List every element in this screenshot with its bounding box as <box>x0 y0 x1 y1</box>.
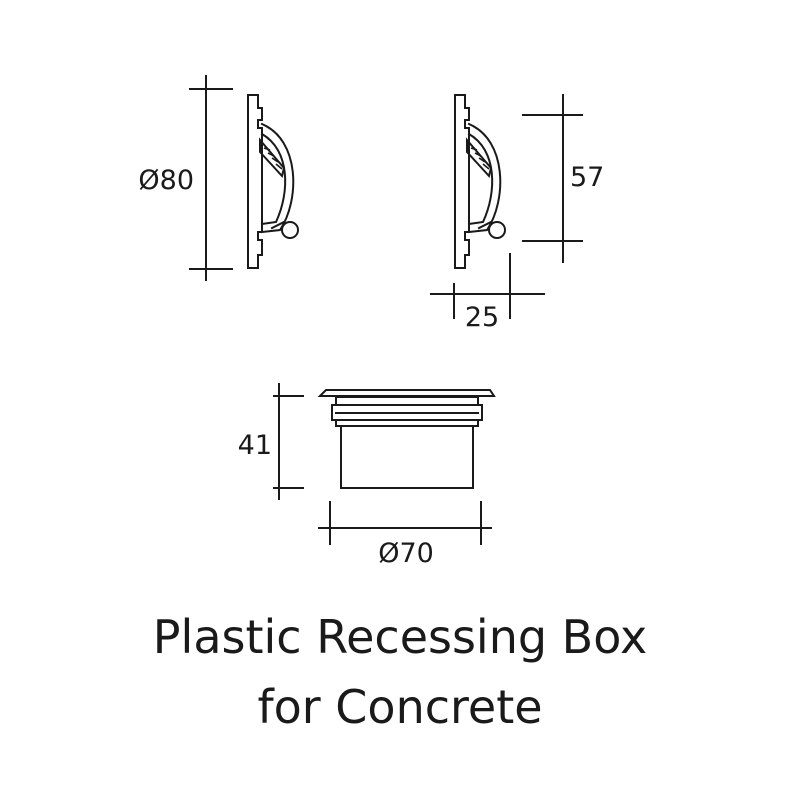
recessing-box-body <box>317 389 496 489</box>
dimension-line-diameter-80 <box>189 75 233 281</box>
box-view: 41 Ø70 <box>238 383 496 569</box>
dimension-label-height-41: 41 <box>238 430 272 461</box>
title-line-2: for Concrete <box>257 680 543 734</box>
dimension-line-height-57 <box>522 94 583 263</box>
dimension-label-height-57: 57 <box>570 162 604 193</box>
dimension-line-height-41 <box>273 383 304 500</box>
fitting-profile-right <box>454 94 506 269</box>
fitting-profile-left <box>247 94 299 269</box>
dimension-label-depth-25: 25 <box>465 302 499 333</box>
dimension-label-diameter-80: Ø80 <box>138 165 194 196</box>
dimension-line-diameter-70 <box>318 501 492 545</box>
dimension-label-diameter-70: Ø70 <box>378 538 434 569</box>
title-line-1: Plastic Recessing Box <box>152 610 648 664</box>
dimension-line-depth-25 <box>430 253 545 319</box>
front-view: Ø80 <box>138 75 299 281</box>
side-view: 57 25 <box>430 94 604 333</box>
